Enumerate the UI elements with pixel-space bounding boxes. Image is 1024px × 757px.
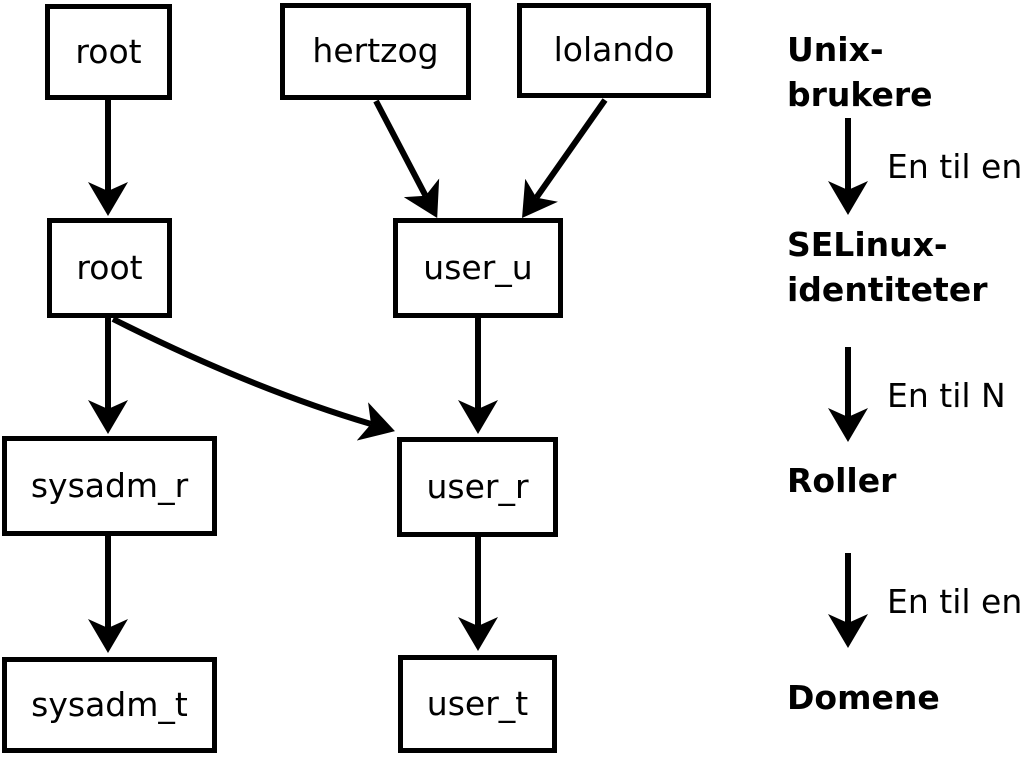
node-label: user_r [426,466,529,506]
node-label: sysadm_r [30,465,189,505]
legend-heading-domene: Domene [787,678,940,717]
legend-mapping-label: En til N [887,376,1006,415]
node-label: hertzog [312,31,439,71]
node-unix-lolando: lolando [517,3,711,98]
node-domain-sysadm-t: sysadm_t [2,657,217,753]
legend-heading-roller: Roller [787,461,897,500]
legend-mapping-label: En til en [887,582,1023,621]
node-selinux-user-u: user_u [393,218,563,318]
legend-heading-unix-brukere: Unix-brukere [787,30,933,114]
edge-selinux-root-to-user-r-arrow [111,316,395,441]
node-label: sysadm_t [31,684,188,724]
legend-heading-selinux-identiteter: SELinux- identiteter [787,225,988,309]
node-unix-hertzog: hertzog [280,3,471,100]
node-selinux-root: root [47,218,172,318]
node-label: root [76,247,143,287]
node-label: lolando [553,30,675,70]
node-unix-root: root [45,4,172,100]
node-role-user-r: user_r [397,437,558,537]
node-label: user_u [423,247,533,287]
legend-mapping-label: En til en [887,147,1023,186]
node-label: root [75,31,142,71]
node-domain-user-t: user_t [398,655,557,753]
node-role-sysadm-r: sysadm_r [2,436,217,536]
node-label: user_t [426,683,529,723]
edge-lolando-to-user-u-arrow [522,98,608,219]
edge-hertzog-to-user-u-arrow [373,99,440,218]
